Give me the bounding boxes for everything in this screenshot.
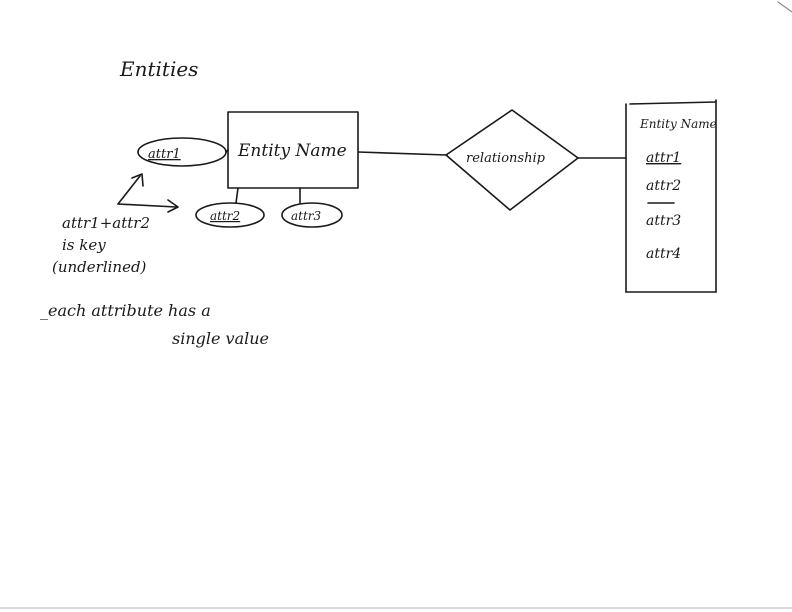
entity-right-attr4: attr4 [646,246,681,262]
entity-right-top [629,101,717,105]
attr3-ellipse [281,202,343,228]
entity-right-attr2: attr2 [646,178,681,194]
attr1-connector [225,149,229,153]
page-heading: Entities [119,57,198,81]
key-note-line2: is key [62,236,106,254]
attr2-ellipse [195,202,265,228]
relationship-label: relationship [466,151,546,166]
attr1-label: attr1 [148,147,181,162]
link-entity-relationship [357,151,448,156]
attr3-label: attr3 [291,209,322,223]
rule-note-line2: single value [172,329,269,348]
key-note-line3: (underlined) [52,258,147,276]
key-note-arrow-right [117,199,179,213]
key-note-arrow-up [117,173,144,205]
key-note-line1: attr1+attr2 [62,214,150,232]
rule-note-line1: _each attribute has a [40,301,211,320]
attr2-label: attr2 [210,209,240,223]
entity-right-name: Entity Name [639,117,717,131]
entity-left-name: Entity Name [237,141,347,161]
entity-right-attr1: attr1 [646,150,681,166]
attr2-connector [235,187,239,204]
entity-right-attr3: attr3 [646,213,681,229]
